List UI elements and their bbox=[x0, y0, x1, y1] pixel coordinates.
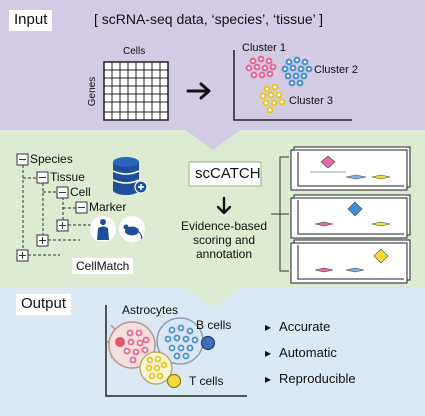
cellmatch-label: CellMatch bbox=[72, 258, 134, 274]
feature-accurate: Accurate bbox=[265, 319, 330, 334]
marker-tree bbox=[16, 153, 100, 262]
scoring-line-2: scoring and bbox=[192, 233, 256, 247]
violin-panel-1 bbox=[290, 146, 411, 191]
matrix-genes-label: Genes bbox=[87, 76, 99, 107]
sccatch-title: scCATCH bbox=[195, 165, 261, 182]
violin-panel-3 bbox=[290, 239, 411, 284]
input-label: Input bbox=[9, 10, 53, 31]
output-label: Output bbox=[16, 294, 72, 315]
human-icon bbox=[90, 216, 116, 242]
violin-panel-2 bbox=[290, 194, 411, 239]
astrocyte-cell bbox=[107, 321, 156, 369]
input-band bbox=[0, 0, 425, 130]
astrocytes-label: Astrocytes bbox=[122, 303, 179, 317]
panel-connectors bbox=[271, 156, 289, 272]
mouse-icon bbox=[119, 216, 145, 242]
cluster-3-label: Cluster 3 bbox=[289, 95, 334, 107]
cluster-3-points bbox=[259, 83, 286, 114]
scoring-line-3: annotation bbox=[195, 247, 253, 261]
t-cell bbox=[139, 351, 182, 389]
cluster-2-label: Cluster 2 bbox=[314, 64, 359, 76]
sccatch-box bbox=[188, 161, 262, 187]
cluster-1-label: Cluster 1 bbox=[242, 42, 287, 54]
input-header: [ scRNA-seq data, ‘species’, ‘tissue’ ] bbox=[94, 11, 324, 27]
tree-species: Species bbox=[30, 152, 73, 166]
cluster-2-points bbox=[281, 56, 313, 87]
arrow-right-icon bbox=[186, 82, 211, 100]
expression-matrix bbox=[103, 61, 169, 121]
flow-chevron-1 bbox=[186, 130, 240, 150]
scoring-line-1: Evidence-based bbox=[180, 219, 268, 233]
b-cells-label: B cells bbox=[196, 318, 232, 332]
matrix-cells-label: Cells bbox=[123, 46, 146, 57]
feature-reproducible: Reproducible bbox=[265, 371, 356, 386]
feature-automatic: Automatic bbox=[265, 345, 337, 360]
b-cell bbox=[156, 317, 216, 365]
tree-marker: Marker bbox=[89, 200, 127, 214]
output-axes bbox=[105, 305, 247, 397]
database-icon bbox=[112, 157, 148, 195]
arrow-down-icon bbox=[216, 196, 232, 215]
cluster-1-points bbox=[245, 55, 277, 79]
tree-tissue: Tissue bbox=[50, 170, 85, 184]
cluster-plot-axes bbox=[233, 50, 352, 121]
t-cells-label: T cells bbox=[189, 374, 224, 388]
flow-chevron-2 bbox=[186, 288, 240, 307]
tree-cell: Cell bbox=[70, 185, 91, 199]
